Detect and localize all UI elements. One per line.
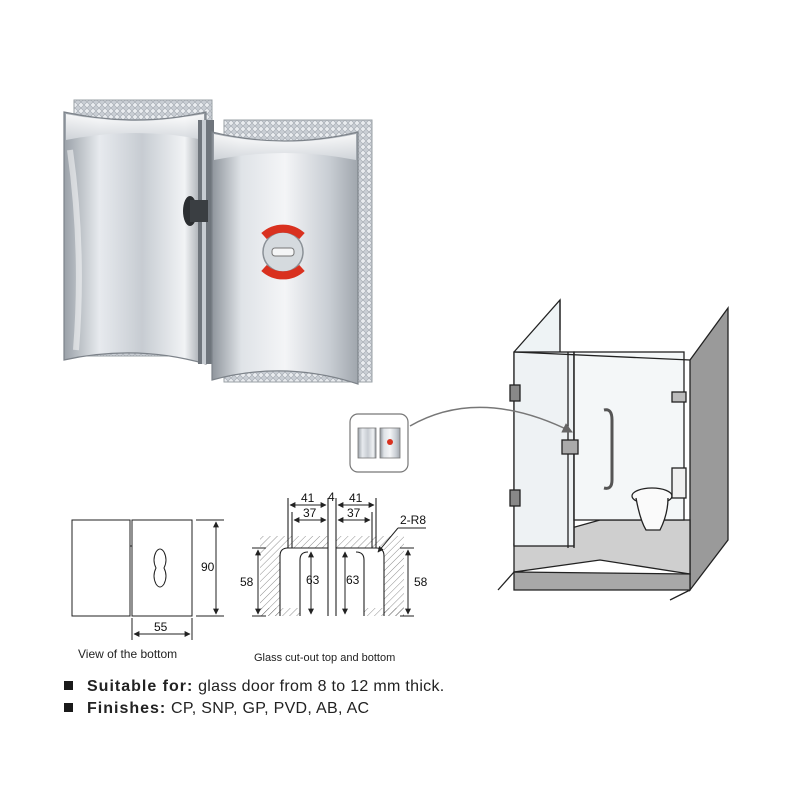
spec-finishes: Finishes: CP, SNP, GP, PVD, AB, AC — [64, 700, 369, 718]
callout-arrow — [409, 406, 573, 433]
dim-bottom-height: 90 — [201, 560, 215, 574]
dim-left-outer-height: 58 — [240, 575, 254, 589]
dim-top-inner-right: 37 — [347, 506, 361, 520]
dim-top-outer-right: 41 — [349, 491, 363, 505]
callout-thumbnail — [349, 413, 409, 473]
dim-right-inner-height: 63 — [346, 573, 360, 587]
dim-gap: 4 — [328, 490, 335, 504]
bullet-square-icon — [64, 703, 73, 712]
dim-top-inner-left: 37 — [303, 506, 317, 520]
dim-left-inner-height: 63 — [306, 573, 320, 587]
cutout-caption: Glass cut-out top and bottom — [254, 652, 396, 664]
bottom-view-drawing — [71, 519, 224, 640]
shower-enclosure-illustration — [497, 298, 729, 601]
glass-cutout-drawing — [252, 498, 426, 617]
dim-bottom-width: 55 — [154, 620, 168, 634]
bottom-view-caption: View of the bottom — [78, 647, 178, 661]
dim-radius: 2-R8 — [400, 513, 426, 527]
spec-suitable-for: Suitable for: glass door from 8 to 12 mm… — [64, 678, 445, 696]
hinge-product-image — [63, 99, 373, 385]
bullet-square-icon — [64, 681, 73, 690]
dim-right-outer-height: 58 — [414, 575, 428, 589]
dim-top-outer-left: 41 — [301, 491, 315, 505]
